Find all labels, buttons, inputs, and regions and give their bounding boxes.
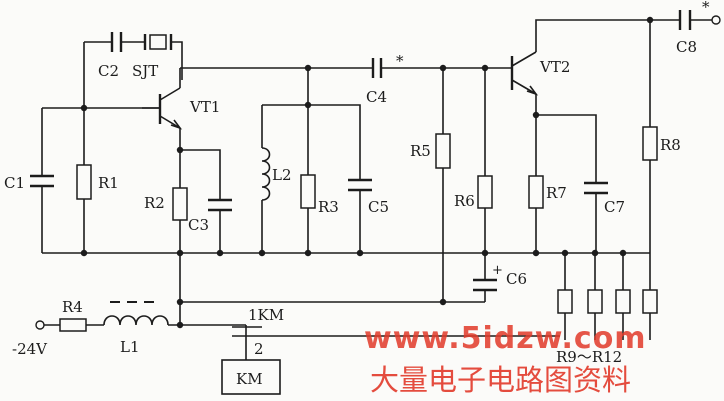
c8-plates xyxy=(678,10,692,30)
label-c4: C4 xyxy=(366,88,387,106)
label-r5: R5 xyxy=(410,142,431,160)
junction xyxy=(80,104,88,112)
labels: C1 R1 C2 SJT VT1 R2 C3 L2 R3 C5 C4 * R5 … xyxy=(4,0,710,388)
label-r7: R7 xyxy=(546,184,567,202)
c4-plates xyxy=(371,58,383,78)
r4-body xyxy=(59,318,87,332)
r12-body xyxy=(642,289,658,314)
label-r1: R1 xyxy=(98,174,119,192)
label-supply: -24V xyxy=(12,340,48,358)
junction xyxy=(216,249,224,257)
c6-plates xyxy=(473,278,497,292)
junction xyxy=(258,249,266,257)
vt2-arrow xyxy=(526,85,539,96)
junction xyxy=(176,298,184,306)
r7-body xyxy=(528,175,544,209)
junction xyxy=(532,111,540,119)
junction xyxy=(304,64,312,72)
label-sjt: SJT xyxy=(132,62,158,80)
c7-branch xyxy=(536,114,597,253)
l1-coil xyxy=(103,315,169,326)
c1-plates xyxy=(30,174,54,188)
c7-plates xyxy=(584,181,608,195)
watermark-title: 大量电子电路图资料 xyxy=(370,363,631,397)
vt1-arrow xyxy=(170,119,183,130)
r6-body xyxy=(477,175,493,209)
vt2-collector xyxy=(535,19,712,52)
label-c2: C2 xyxy=(98,62,119,80)
junction xyxy=(591,249,599,257)
r8-body xyxy=(642,126,658,161)
junction xyxy=(481,249,489,257)
vt2-ce xyxy=(511,51,537,95)
watermark: www.5idzw.com 大量电子电路图资料 xyxy=(364,321,647,397)
label-r6: R6 xyxy=(454,192,475,210)
label-km-coil: KM xyxy=(236,370,263,388)
junction xyxy=(619,249,627,257)
label-r9-r12: R9～R12 xyxy=(556,348,622,366)
star-c4: * xyxy=(396,52,404,70)
junction xyxy=(439,64,447,72)
r1-body xyxy=(76,164,92,200)
junction xyxy=(532,249,540,257)
label-r8: R8 xyxy=(660,136,681,154)
l2-coil xyxy=(261,147,271,201)
label-l2: L2 xyxy=(272,166,292,184)
label-c5: C5 xyxy=(368,198,389,216)
km-coil-box xyxy=(221,359,281,395)
junction xyxy=(176,321,184,329)
r5-body xyxy=(435,133,451,169)
label-km-contact: 1KM xyxy=(248,306,284,324)
junction xyxy=(304,101,312,109)
km-contact xyxy=(232,326,262,337)
label-c3: C3 xyxy=(188,216,209,234)
label-c8: C8 xyxy=(676,38,697,56)
label-r2: R2 xyxy=(144,194,165,212)
junction xyxy=(439,298,447,306)
r10-body xyxy=(587,289,603,314)
label-l1: L1 xyxy=(120,338,140,356)
supply-terminal xyxy=(35,320,45,330)
junction xyxy=(176,146,184,154)
label-vt2: VT2 xyxy=(539,58,570,76)
junctions xyxy=(80,16,654,329)
r2-body xyxy=(172,187,188,221)
label-km-contact-num: 2 xyxy=(254,340,264,358)
star-out: * xyxy=(702,0,710,16)
label-c7: C7 xyxy=(604,198,625,216)
sjt-plates xyxy=(143,34,173,50)
watermark-url: www.5idzw.com xyxy=(364,321,647,356)
c6-plus: + xyxy=(492,263,503,278)
label-c1: C1 xyxy=(4,174,25,192)
c5-plates xyxy=(348,178,372,192)
r11-body xyxy=(615,289,631,314)
junction xyxy=(481,64,489,72)
r9-body xyxy=(557,289,573,314)
wires xyxy=(41,19,712,360)
label-r4: R4 xyxy=(62,298,83,316)
label-vt1: VT1 xyxy=(189,98,220,116)
junction xyxy=(646,16,654,24)
c3-branch xyxy=(180,149,221,253)
junction xyxy=(80,249,88,257)
label-c6: C6 xyxy=(506,270,527,288)
label-r3: R3 xyxy=(318,198,339,216)
junction xyxy=(304,249,312,257)
c3-plates xyxy=(208,198,232,212)
components xyxy=(30,10,721,395)
sjt-body xyxy=(149,34,167,50)
output-terminal xyxy=(711,15,721,25)
c2-plates xyxy=(110,32,123,52)
junction xyxy=(356,249,364,257)
r3-body xyxy=(300,174,316,209)
junction xyxy=(176,249,184,257)
vt1-ce xyxy=(159,87,181,129)
tank-top xyxy=(262,104,361,253)
junction xyxy=(561,249,569,257)
